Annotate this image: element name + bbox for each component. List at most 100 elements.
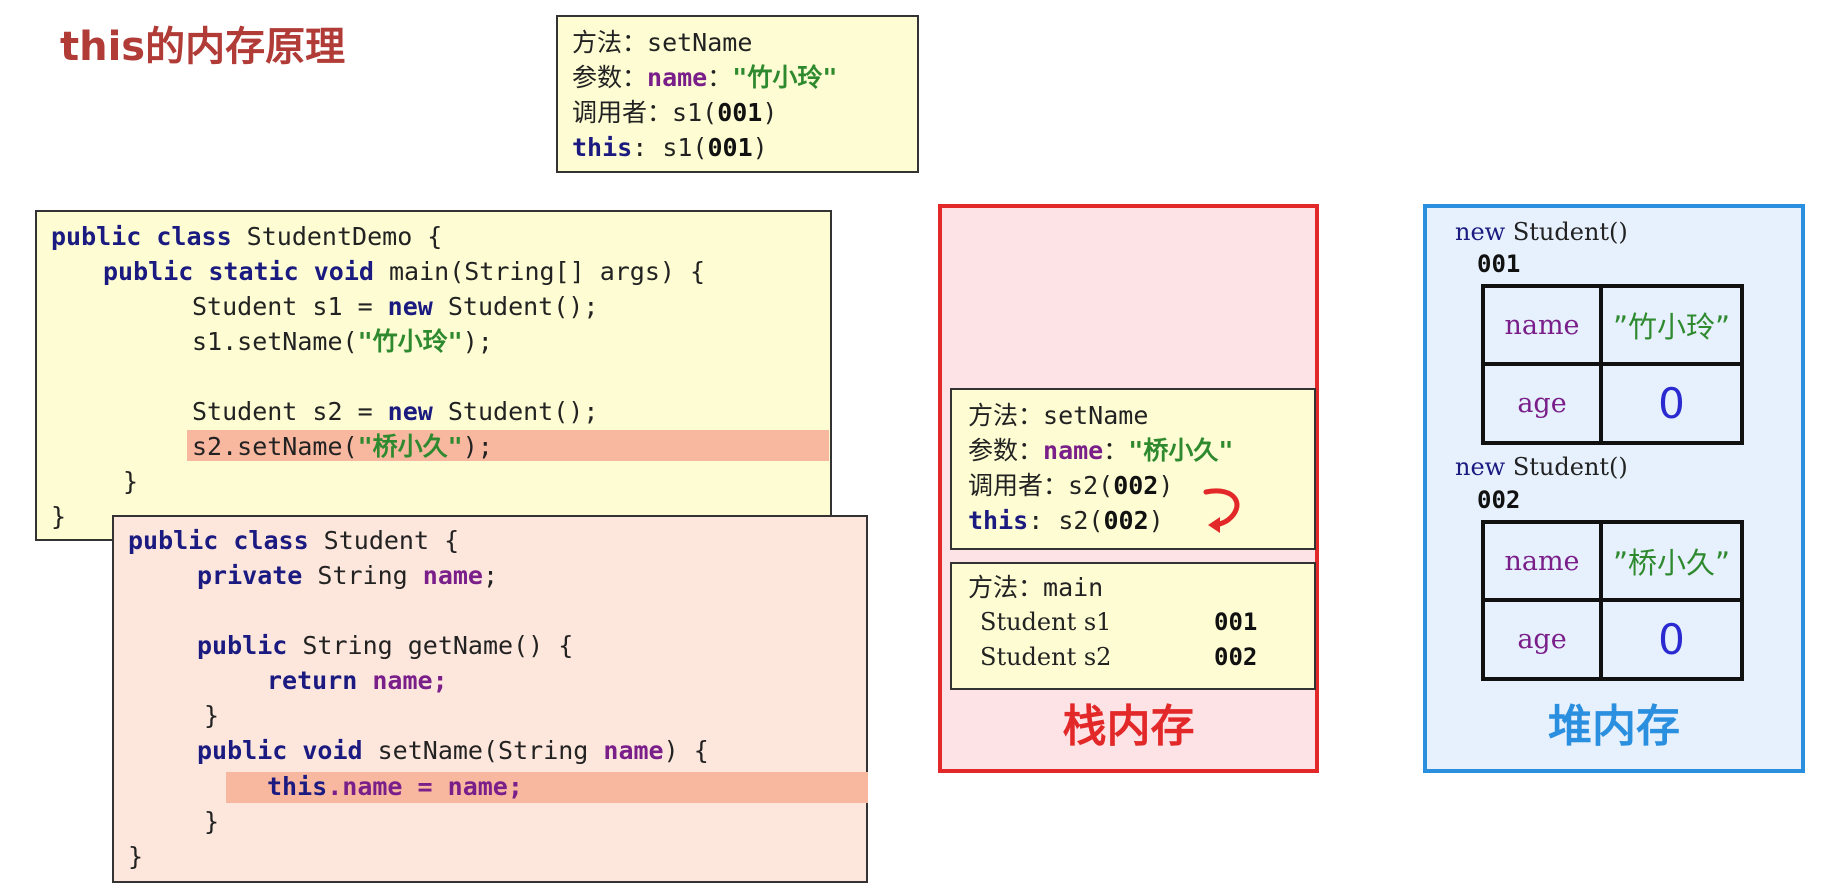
code-line: Student s2 = new Student();	[192, 394, 598, 429]
code-text: String getName() {	[287, 631, 574, 660]
field-name: name	[422, 561, 483, 590]
code-line: Student s1 = new Student();	[192, 289, 598, 324]
new-keyword: new	[1455, 453, 1506, 481]
code-text	[357, 666, 372, 695]
param-value: "竹小玲"	[732, 63, 838, 92]
colon: ：	[1018, 573, 1044, 602]
object-table: name ”竹小玲” age 0	[1481, 284, 1744, 445]
paren: )	[1148, 506, 1164, 535]
code-line: }	[51, 499, 66, 534]
caller-address: 001	[717, 98, 763, 127]
code-line: public static void main(String[] args) {	[103, 254, 705, 289]
method-label: 方法	[572, 28, 623, 57]
code-text: ;	[507, 772, 523, 801]
code-text: );	[462, 327, 493, 356]
field-value: 0	[1658, 379, 1685, 428]
frame-param-line: 参数：name："桥小久"	[968, 433, 1233, 468]
colon: ：	[707, 63, 733, 92]
this-keyword: this	[572, 133, 633, 162]
this-address: 001	[707, 133, 753, 162]
method-label: 方法	[968, 401, 1019, 430]
code-text: );	[462, 432, 493, 461]
method-name: setName	[647, 28, 753, 57]
field-label: age	[1485, 602, 1603, 677]
colon: ：	[1103, 436, 1129, 465]
keyword: public class	[51, 222, 232, 251]
keyword: public static void	[103, 257, 374, 286]
paren: )	[752, 133, 768, 162]
code-line: }	[204, 804, 219, 839]
method-name: main	[1043, 573, 1104, 602]
object-header: new Student()	[1455, 218, 1628, 246]
local-var-name: Student s1	[980, 608, 1112, 636]
code-line: return name;	[267, 663, 448, 698]
code-text: setName(String	[362, 736, 604, 765]
code-text: =	[402, 772, 448, 801]
field-label: name	[1485, 524, 1603, 602]
code-line: public class Student {	[128, 523, 459, 558]
code-text: Student();	[432, 397, 599, 426]
field-name: name	[372, 666, 433, 695]
code-text: s1.setName(	[192, 327, 358, 356]
frame-caller-line: 调用者：s1(001)	[572, 95, 777, 130]
this-keyword: this	[968, 506, 1029, 535]
colon: ：	[1043, 471, 1069, 500]
frame-this-line: this: s2(002)	[968, 503, 1164, 538]
param-name: name	[447, 772, 508, 801]
code-line: }	[128, 839, 143, 874]
this-var: s1(	[662, 133, 708, 162]
stack-memory-box: 方法：setName 参数：name："桥小久" 调用者：s2(002) thi…	[938, 204, 1319, 773]
colon: :	[632, 133, 663, 162]
code-line-highlighted: this.name = name;	[267, 769, 523, 804]
colon: ：	[622, 63, 648, 92]
colon: :	[1028, 506, 1059, 535]
param-name: name	[1043, 436, 1104, 465]
stack-setname-frame: 方法：setName 参数：name："桥小久" 调用者：s2(002) thi…	[950, 388, 1316, 550]
code-text: }	[123, 467, 139, 496]
keyword: public void	[197, 736, 363, 765]
frame-method-line: 方法：main	[968, 570, 1103, 605]
code-line: }	[123, 464, 138, 499]
curved-arrow-icon	[1203, 488, 1240, 533]
heap-memory-label: 堆内存	[1548, 701, 1680, 752]
field-value: ”桥小久”	[1603, 524, 1740, 602]
colon: ：	[1018, 436, 1044, 465]
frame-this-line: this: s1(001)	[572, 130, 768, 165]
local-var-value: 002	[1214, 643, 1258, 671]
field-label: age	[1485, 366, 1603, 441]
param-label: 参数	[968, 436, 1019, 465]
frame-method-line: 方法：setName	[968, 398, 1148, 433]
field-value: ”竹小玲”	[1603, 288, 1740, 366]
code-text: Student {	[308, 526, 460, 555]
stack-main-frame: 方法：main Student s1 001 Student s2 002	[950, 562, 1316, 690]
caller-var: s1(	[672, 98, 718, 127]
highlight-s2-setname	[187, 430, 829, 461]
field-value: 0	[1658, 615, 1685, 664]
keyword: new	[387, 397, 433, 426]
object-header: new Student()	[1455, 453, 1628, 481]
method-label: 方法	[968, 573, 1019, 602]
code-text: ;	[483, 561, 499, 590]
code-text: StudentDemo {	[231, 222, 443, 251]
code-text: }	[204, 807, 220, 836]
local-var-value: 001	[1214, 608, 1258, 636]
highlight-this-assignment	[226, 772, 868, 803]
code-text: String	[302, 561, 423, 590]
keyword: public	[197, 631, 288, 660]
code-text: ;	[432, 666, 448, 695]
colon: ：	[622, 28, 648, 57]
code-line: s1.setName("竹小玲");	[192, 324, 493, 359]
paren: )	[1158, 471, 1174, 500]
frame-caller-line: 调用者：s2(002)	[968, 468, 1173, 503]
code-text: }	[204, 701, 220, 730]
code-text: Student s1 =	[192, 292, 388, 321]
caller-label: 调用者	[968, 471, 1044, 500]
keyword: new	[387, 292, 433, 321]
field-name: name	[342, 772, 403, 801]
code-text: ) {	[663, 736, 709, 765]
page-title: this的内存原理	[60, 24, 346, 70]
caller-var: s2(	[1068, 471, 1114, 500]
this-address: 002	[1103, 506, 1149, 535]
colon: ：	[647, 98, 673, 127]
code-text: Student();	[432, 292, 599, 321]
